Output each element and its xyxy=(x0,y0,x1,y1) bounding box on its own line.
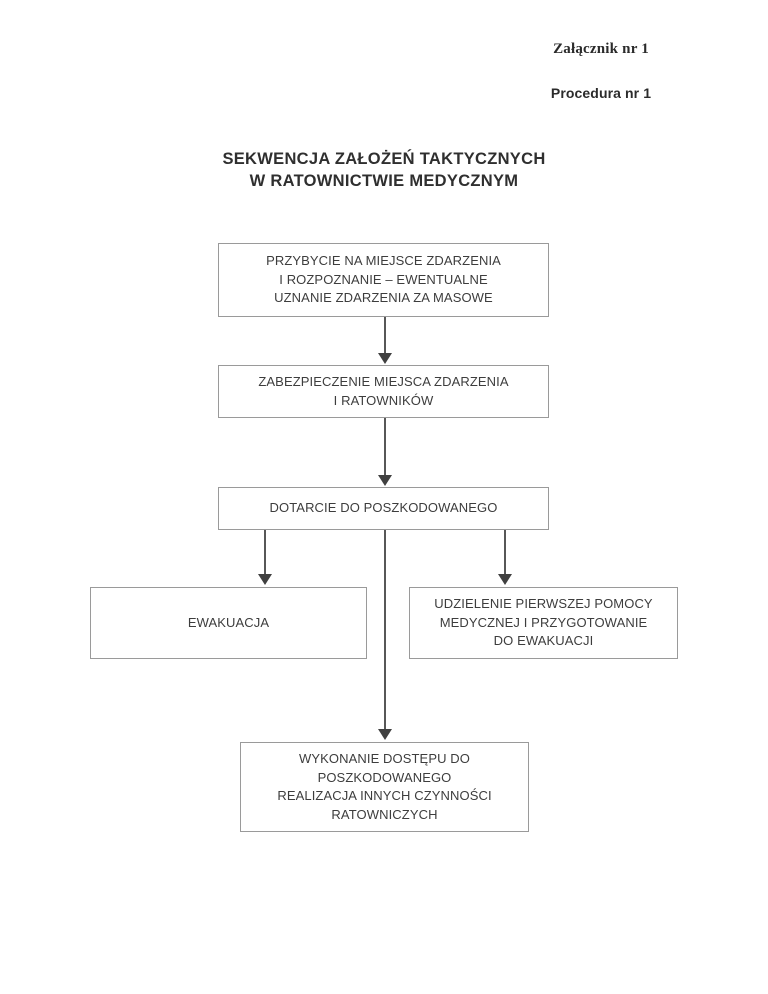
flow-node-access-line-2: POSZKODOWANEGO xyxy=(317,769,452,785)
flow-node-arrival-line-3: UZNANIE ZDARZENIA ZA MASOWE xyxy=(274,290,493,306)
flow-node-arrival-text: PRZYBYCIE NA MIEJSCE ZDARZENIA I ROZPOZN… xyxy=(219,252,548,308)
flow-node-evacuation-text: EWAKUACJA xyxy=(91,614,366,633)
flow-node-access-line-4: RATOWNICZYCH xyxy=(331,806,438,822)
flow-node-access-line-1: WYKONANIE DOSTĘPU DO xyxy=(298,751,471,766)
arrowhead-icon-reach-to-firstaid xyxy=(498,574,512,585)
flow-node-reach-line-1: DOTARCIE DO POSZKODOWANEGO xyxy=(269,500,498,516)
flow-node-arrival-line-2: I ROZPOZNANIE – EWENTUALNE xyxy=(279,271,488,287)
attachment-label: Załącznik nr 1 xyxy=(553,41,649,57)
flow-node-access: WYKONANIE DOSTĘPU DO POSZKODOWANEGO REAL… xyxy=(240,742,529,832)
flow-node-evacuation-line-1: EWAKUACJA xyxy=(187,614,270,630)
flow-node-arrival-line-1: PRZYBYCIE NA MIEJSCE ZDARZENIA xyxy=(266,253,501,269)
flow-node-secure-line-2: I RATOWNIKÓW xyxy=(333,392,434,408)
flow-node-evacuation: EWAKUACJA xyxy=(90,587,367,659)
flow-node-firstaid-line-2: MEDYCZNEJ I PRZYGOTOWANIE xyxy=(439,614,648,630)
arrowhead-icon-reach-to-access xyxy=(378,729,392,740)
connector-reach-to-access xyxy=(384,530,386,730)
flow-node-secure: ZABEZPIECZENIE MIEJSCA ZDARZENIA I RATOW… xyxy=(218,365,549,418)
connector-reach-to-firstaid xyxy=(504,530,506,575)
flow-node-reach-text: DOTARCIE DO POSZKODOWANEGO xyxy=(219,499,548,518)
flow-node-firstaid-line-1: UDZIELENIE PIERWSZEJ POMOCY xyxy=(434,596,653,612)
flow-node-firstaid-line-3: DO EWAKUACJI xyxy=(493,633,594,649)
connector-secure-to-reach xyxy=(384,418,386,475)
page-title-line-2: W RATOWNICTWIE MEDYCZNYM xyxy=(249,172,519,190)
arrowhead-icon-reach-to-evacuation xyxy=(258,574,272,585)
flow-node-secure-text: ZABEZPIECZENIE MIEJSCA ZDARZENIA I RATOW… xyxy=(219,373,548,410)
arrowhead-icon-arrival-to-secure xyxy=(378,353,392,364)
connector-reach-to-evacuation xyxy=(264,530,266,575)
page-title-line-1: SEKWENCJA ZAŁOŻEŃ TAKTYCZNYCH xyxy=(222,150,546,168)
flow-node-access-text: WYKONANIE DOSTĘPU DO POSZKODOWANEGO REAL… xyxy=(241,750,528,824)
procedure-label: Procedura nr 1 xyxy=(550,85,652,101)
flow-node-arrival: PRZYBYCIE NA MIEJSCE ZDARZENIA I ROZPOZN… xyxy=(218,243,549,317)
connector-arrival-to-secure xyxy=(384,317,386,354)
flow-node-access-line-3: REALIZACJA INNYCH CZYNNOŚCI xyxy=(277,788,492,803)
flow-node-firstaid: UDZIELENIE PIERWSZEJ POMOCY MEDYCZNEJ I … xyxy=(409,587,678,659)
page-title: SEKWENCJA ZAŁOŻEŃ TAKTYCZNYCH W RATOWNIC… xyxy=(0,148,768,192)
flow-node-firstaid-text: UDZIELENIE PIERWSZEJ POMOCY MEDYCZNEJ I … xyxy=(410,595,677,651)
flow-node-secure-line-1: ZABEZPIECZENIE MIEJSCA ZDARZENIA xyxy=(258,374,509,389)
flow-node-reach: DOTARCIE DO POSZKODOWANEGO xyxy=(218,487,549,530)
arrowhead-icon-secure-to-reach xyxy=(378,475,392,486)
